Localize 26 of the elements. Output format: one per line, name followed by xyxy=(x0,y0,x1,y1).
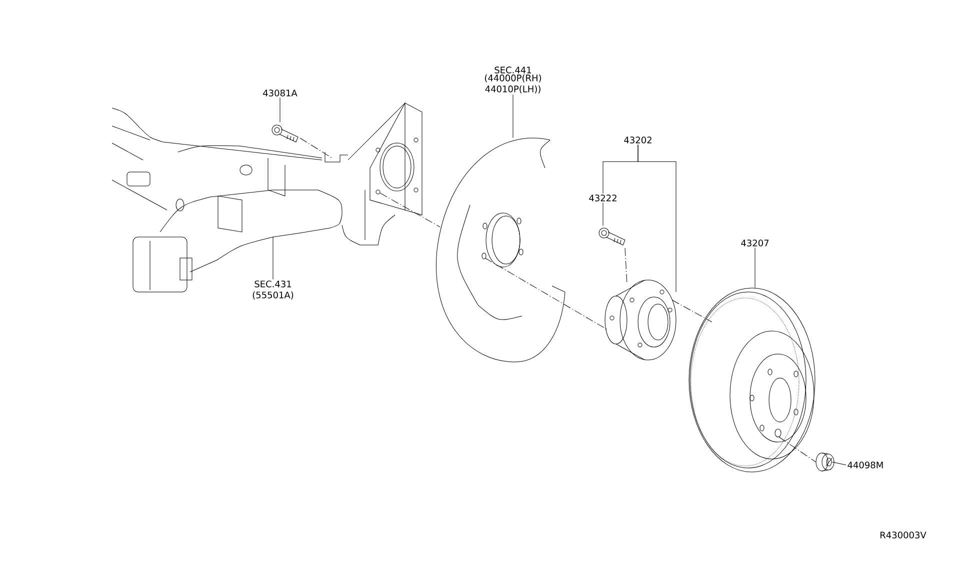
leader-line xyxy=(272,236,274,280)
center-line xyxy=(778,436,816,462)
part-number: 43222 xyxy=(589,194,616,202)
center-line xyxy=(300,138,332,158)
part-number: SEC.441 (44000P(RH) 44010P(LH)) xyxy=(484,66,542,94)
leader-line xyxy=(602,202,604,226)
center-line xyxy=(380,192,440,228)
backing-plate-drawing xyxy=(436,138,566,362)
wheel-hub-drawing xyxy=(604,280,676,360)
part-number: SEC.431 (55501A) xyxy=(252,280,294,300)
leader-line xyxy=(754,247,756,288)
plug-drawing xyxy=(816,452,834,472)
leader-line xyxy=(832,462,846,466)
part-number: 43202 xyxy=(624,136,652,144)
suspension-arm-drawing xyxy=(112,102,422,292)
part-number: 43207 xyxy=(741,240,769,246)
part-number: 43081A xyxy=(263,90,298,96)
center-line xyxy=(672,300,712,322)
bolt-drawing xyxy=(598,228,626,246)
center-line xyxy=(484,258,608,330)
leader-line xyxy=(512,94,514,138)
part-number: 44098M xyxy=(848,462,883,468)
brake-disc-drawing xyxy=(688,288,816,472)
drawing-number: R430003V xyxy=(880,532,926,538)
leader-line xyxy=(638,144,676,292)
center-line xyxy=(624,248,628,284)
